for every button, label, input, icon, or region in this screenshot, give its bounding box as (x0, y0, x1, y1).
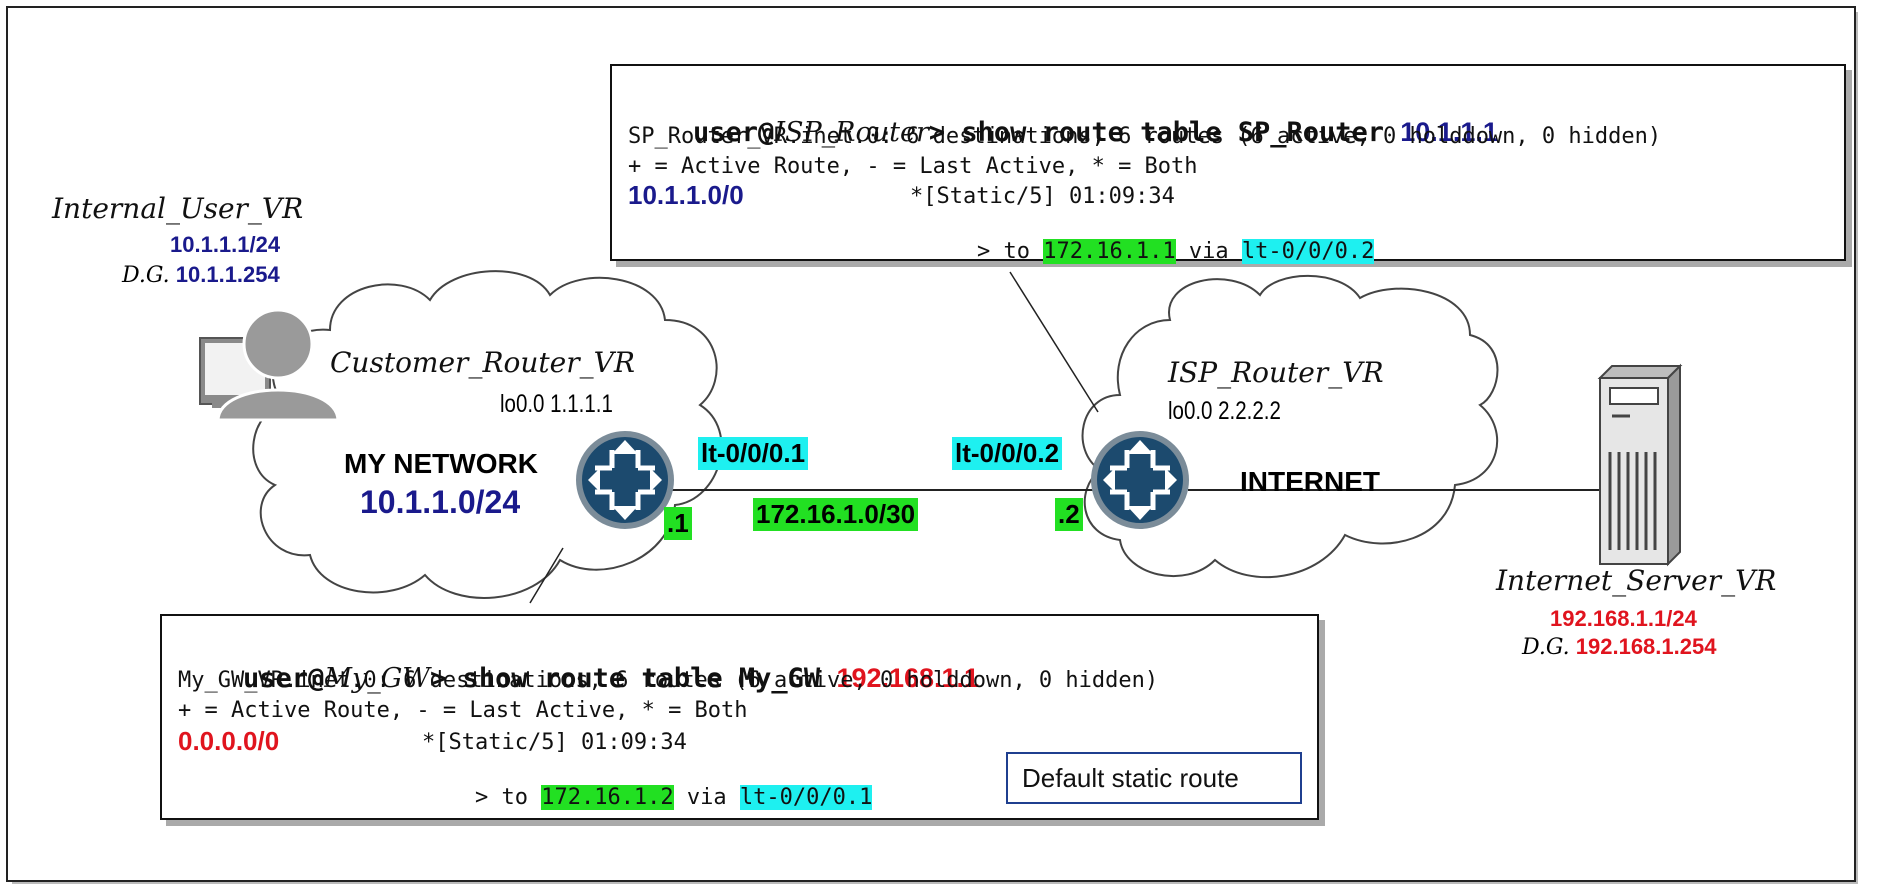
isp-prompt-command: > show route table SP_Router (928, 117, 1401, 148)
gw-prompt-user: user@ (243, 663, 325, 694)
gw-query-address: 192.168.1.1 (836, 663, 980, 693)
internet-server-name: Internet_Server_VR (1496, 564, 1777, 597)
isp-route-terminal: user@ISP_Router> show route table SP_Rou… (610, 64, 1846, 264)
gw-next-hop-prefix: > to (474, 785, 542, 810)
gw-table-summary: My_GW_VR.inet.0: 6 destinations, 6 route… (178, 668, 1159, 693)
isp-legend-line: + = Active Route, - = Last Active, * = B… (628, 154, 1198, 179)
internet-server-ip: 192.168.1.1/24 (1550, 606, 1697, 631)
isp-next-hop-ip: 172.16.1.1 (1043, 239, 1176, 264)
isp-route-prefix: 10.1.1.0/0 (628, 180, 744, 210)
my-network-label: MY NETWORK (344, 448, 538, 479)
gw-route-terminal: user@My_GW> show route table My_GW 192.1… (160, 614, 1319, 820)
gw-next-hop-via: via (673, 785, 740, 810)
isp-query-address: 10.1.1.1 (1400, 117, 1498, 147)
gw-route-prefix: 0.0.0.0/0 (178, 726, 280, 756)
isp-router-loopback: lo0.0 2.2.2.2 (1168, 397, 1281, 425)
internet-server-dg-value: 192.168.1.254 (1575, 634, 1717, 659)
isp-prompt-host: ISP_Router (774, 117, 929, 148)
my-network-subnet: 10.1.1.0/24 (360, 484, 521, 520)
user-workstation-icon (199, 308, 340, 422)
internet-label: INTERNET (1240, 466, 1380, 497)
gw-next-hop-ip: 172.16.1.2 (541, 785, 674, 810)
left-interface-tag: lt-0/0/0.1 (698, 437, 809, 470)
link-subnet-tag: 172.16.1.0/30 (753, 498, 919, 531)
right-interface-tag: lt-0/0/0.2 (952, 437, 1063, 470)
isp-router-icon (1091, 431, 1189, 529)
default-static-route-note: Default static route (1006, 752, 1302, 804)
internet-cloud (1081, 274, 1499, 579)
isp-next-hop: > to 172.16.1.1 via lt-0/0/0.2 (924, 214, 1375, 289)
gw-prompt-host: My_GW (324, 663, 431, 694)
server-tower-icon (1597, 363, 1683, 567)
isp-prompt-user: user@ (693, 117, 775, 148)
left-host-tag: .1 (664, 507, 692, 540)
isp-table-summary: SP_Router_VR.inet.0: 6 destinations, 6 r… (628, 124, 1662, 149)
customer-router-name: Customer_Router_VR (330, 346, 635, 379)
isp-callout-line (1009, 271, 1099, 413)
gw-next-hop: > to 172.16.1.2 via lt-0/0/0.1 (422, 760, 873, 835)
isp-next-hop-via: via (1175, 239, 1242, 264)
right-host-tag: .2 (1055, 498, 1083, 531)
isp-next-hop-prefix: > to (976, 239, 1044, 264)
isp-terminal-command: user@ISP_Router> show route table SP_Rou… (628, 86, 1498, 179)
gw-terminal-command: user@My_GW> show route table My_GW 192.1… (178, 632, 979, 725)
gw-prompt-command: > show route table My_GW (430, 663, 837, 694)
isp-route-entry: *[Static/5] 01:09:34 (910, 184, 1175, 209)
gw-route-entry: *[Static/5] 01:09:34 (422, 730, 687, 755)
isp-router-name: ISP_Router_VR (1168, 356, 1384, 389)
internet-server-dg: D.G. 192.168.1.254 (1522, 634, 1716, 660)
internal-user-dg: D.G. 10.1.1.254 (122, 262, 280, 288)
internal-user-name: Internal_User_VR (52, 192, 304, 225)
customer-router-icon (576, 431, 674, 529)
internal-user-ip: 10.1.1.1/24 (170, 232, 281, 257)
gw-next-hop-interface: lt-0/0/0.1 (739, 785, 873, 810)
internet-server-dg-label: D.G. (1522, 635, 1570, 660)
internal-user-dg-value: 10.1.1.254 (175, 262, 280, 287)
internal-user-dg-label: D.G. (122, 263, 170, 288)
isp-next-hop-interface: lt-0/0/0.2 (1241, 239, 1375, 264)
gw-callout-line (529, 547, 564, 604)
customer-router-loopback: lo0.0 1.1.1.1 (500, 390, 613, 418)
customer-network-cloud (252, 270, 723, 599)
gw-legend-line: + = Active Route, - = Last Active, * = B… (178, 698, 748, 723)
